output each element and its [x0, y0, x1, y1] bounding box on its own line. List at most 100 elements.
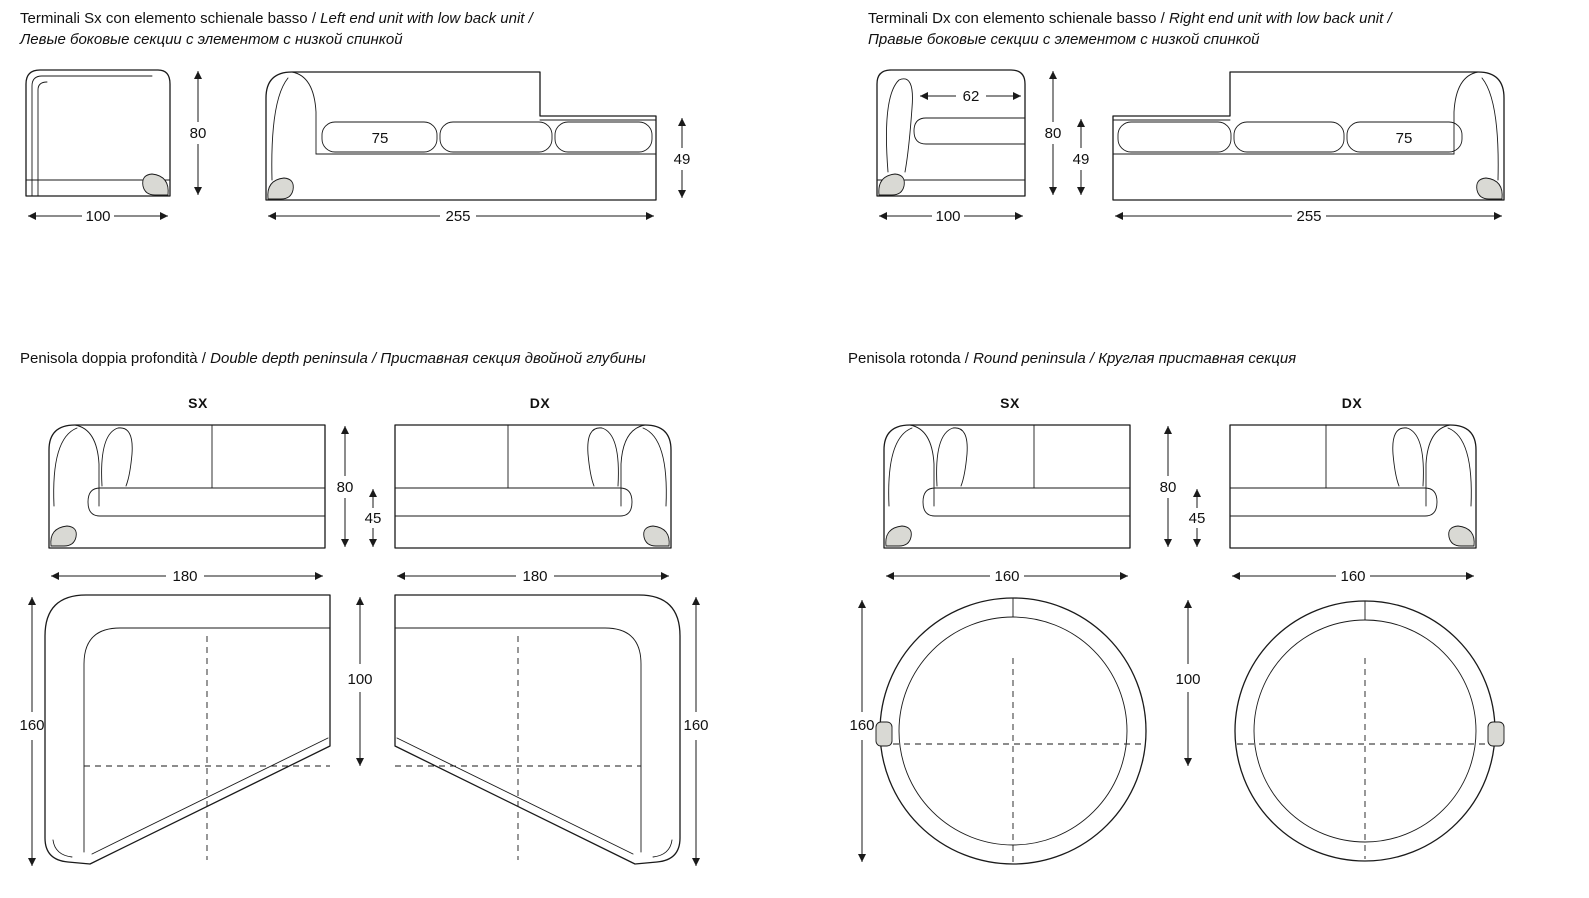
title-italian: Terminali Sx con elemento schienale bass…	[20, 10, 316, 27]
section-penisola-doppia: Penisola doppia profondità / Double dept…	[20, 348, 780, 896]
dim-value: 180	[522, 568, 547, 585]
title-english: Round peninsula /	[973, 350, 1095, 367]
front-outline	[48, 424, 326, 549]
right-end-side-view: 62	[876, 69, 1026, 197]
dx-front-view	[394, 424, 672, 549]
dim-value: 100	[85, 208, 110, 225]
plan-front-inner	[396, 737, 634, 855]
plan-inner-contour	[394, 627, 642, 853]
dim-side-height: 80	[190, 71, 206, 195]
label-sx: SX	[188, 395, 208, 411]
dim-dx-depth: 160	[683, 597, 709, 866]
dim-value: 100	[935, 208, 960, 225]
back-pillow	[101, 427, 133, 487]
dim-value: 62	[963, 88, 980, 105]
dim-inner-depth: 100	[347, 597, 373, 766]
dim-value: 160	[994, 568, 1019, 585]
title-italian: Penisola rotonda /	[848, 350, 969, 367]
back-pillow	[587, 427, 619, 487]
dim-dx-width: 160	[1232, 568, 1474, 585]
foot	[52, 839, 73, 858]
sx-top-view	[44, 594, 331, 865]
plan-inner-circle	[898, 616, 1128, 846]
title-english: Left end unit with low back unit /	[320, 10, 533, 27]
dim-side-width: 100	[28, 208, 168, 225]
arm-inner-edge	[74, 424, 100, 507]
seat-cushion-2	[1233, 121, 1345, 153]
dim-value: 160	[849, 717, 874, 734]
title-russian: Правые боковые секции с элементом с низк…	[868, 31, 1260, 49]
plan-outline	[394, 594, 681, 865]
section-terminali-dx: Terminali Dx con elemento schienale bass…	[868, 8, 1588, 288]
dx-front-view	[1229, 424, 1477, 549]
front-outline	[394, 424, 672, 549]
seat-cushion-1	[1117, 121, 1232, 153]
dim-value: 100	[1175, 671, 1200, 688]
dim-sx-width: 160	[886, 568, 1128, 585]
plan-inner-contour	[83, 627, 331, 853]
seat-cushion	[1229, 487, 1438, 517]
dim-low-back-height: 49	[674, 118, 691, 198]
side-inner-contour	[31, 75, 153, 197]
dim-sx-width: 180	[51, 568, 323, 585]
foot	[875, 721, 893, 747]
foot	[267, 177, 294, 200]
plan-inner-circle	[1253, 619, 1477, 843]
title-russian: Приставная секция двойной глубины	[380, 350, 646, 367]
dim-cushion-width: 75	[1396, 130, 1413, 147]
front-outline	[1112, 71, 1505, 201]
seat-cushion-2	[439, 121, 553, 153]
arm-contour	[888, 427, 913, 507]
dim-value: 49	[674, 151, 691, 168]
front-outline	[883, 424, 1131, 549]
front-outline	[1229, 424, 1477, 549]
left-end-front-view: 75	[265, 71, 657, 201]
label-sx: SX	[1000, 395, 1020, 411]
arm-contour	[642, 427, 667, 507]
title-line-2: Левые боковые секции с элементом с низко…	[20, 29, 800, 50]
foot	[643, 525, 670, 547]
dim-value: 80	[1160, 479, 1177, 496]
back-pillow	[886, 78, 913, 173]
dim-height: 80	[1160, 426, 1177, 547]
foot	[1487, 721, 1505, 747]
dim-value: 160	[20, 717, 45, 734]
section-terminali-sx: Terminali Sx con elemento schienale bass…	[20, 8, 800, 288]
sx-front-view	[883, 424, 1131, 549]
title-english: Double depth peninsula /	[210, 350, 377, 367]
dim-low-back-height: 49	[1073, 119, 1089, 195]
arm-inner-edge	[1425, 424, 1451, 507]
sx-front-view	[48, 424, 326, 549]
dim-total-width: 255	[268, 208, 654, 225]
arm-contour	[53, 427, 78, 507]
dim-seat-depth: 62	[920, 88, 1021, 105]
arm-inner-edge	[1453, 71, 1479, 155]
seat-cushion	[394, 487, 633, 517]
foot	[878, 173, 905, 196]
back-pillow	[1392, 427, 1424, 487]
side-inner-contour-2	[37, 81, 48, 197]
foot	[652, 839, 673, 858]
seat-cushion-1	[321, 121, 438, 153]
section-title-terminali-dx: Terminali Dx con elemento schienale bass…	[868, 8, 1588, 51]
arm-inner-edge	[620, 424, 646, 507]
dim-value: 80	[337, 479, 354, 496]
arm-inner-edge	[291, 71, 317, 155]
dim-value: 45	[1189, 510, 1206, 527]
plan-outline	[44, 594, 331, 865]
dim-value: 100	[347, 671, 372, 688]
side-outline	[876, 69, 1026, 197]
terminali-sx-drawings: 80 100 75 49	[25, 69, 691, 225]
back-pillow	[936, 427, 968, 487]
dx-top-view-round	[1234, 600, 1505, 862]
dim-value: 45	[365, 510, 382, 527]
foot	[885, 525, 912, 547]
dim-height: 80	[337, 426, 354, 547]
title-italian: Terminali Dx con elemento schienale bass…	[868, 10, 1165, 27]
dim-value: 180	[172, 568, 197, 585]
label-dx: DX	[530, 395, 551, 411]
title-line-1: Terminali Sx con elemento schienale bass…	[20, 8, 800, 29]
section-title-terminali-sx: Terminali Sx con elemento schienale bass…	[20, 8, 800, 51]
section-title-penisola-doppia: Penisola doppia profondità / Double dept…	[20, 348, 780, 369]
arm-contour	[271, 77, 289, 181]
